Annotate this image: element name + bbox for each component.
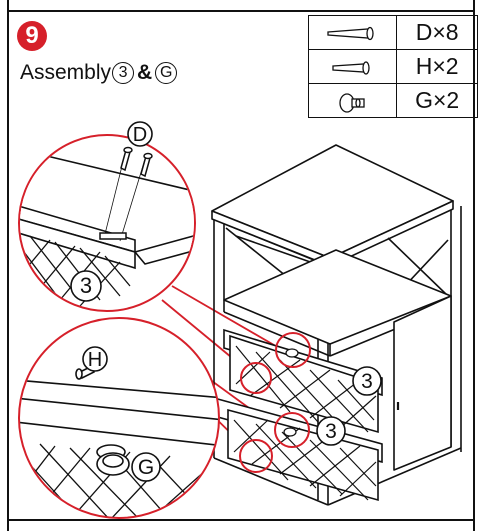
- drawer-upper: [223, 328, 383, 434]
- parts-cell-icon: [307, 49, 398, 84]
- parts-cell-icon: [307, 15, 398, 50]
- callout-drawer-upper: 3: [361, 370, 373, 393]
- parts-cell-icon: [307, 83, 398, 118]
- knob-mini: [283, 348, 299, 437]
- step-title-part-b: G: [155, 62, 178, 84]
- cabinet: [211, 144, 462, 506]
- parts-row: H×2: [307, 49, 478, 84]
- step-title-joiner: &: [137, 61, 153, 84]
- step-title-part-a: 3: [112, 62, 135, 84]
- target-circles: [239, 332, 311, 473]
- parts-table: D×8 H×2 G×2: [307, 15, 478, 118]
- callout-knob-g: G: [138, 456, 154, 479]
- callout-screw-d: D: [133, 124, 147, 146]
- drawer-lower-lattice: [233, 419, 377, 501]
- step-number-badge: 9: [17, 21, 47, 51]
- callout-drawer-lower: 3: [325, 420, 337, 443]
- parts-row: G×2: [307, 83, 478, 118]
- parts-qty: G×2: [396, 83, 478, 118]
- step-title-prefix: Assembly: [20, 61, 112, 84]
- callout-drawer-zoom: 3: [80, 273, 92, 298]
- zoom-detail-upper: [18, 134, 196, 312]
- callout-screw-h: H: [88, 349, 102, 371]
- step-title: Assembly 3 & G: [20, 61, 178, 85]
- parts-qty: H×2: [396, 49, 478, 84]
